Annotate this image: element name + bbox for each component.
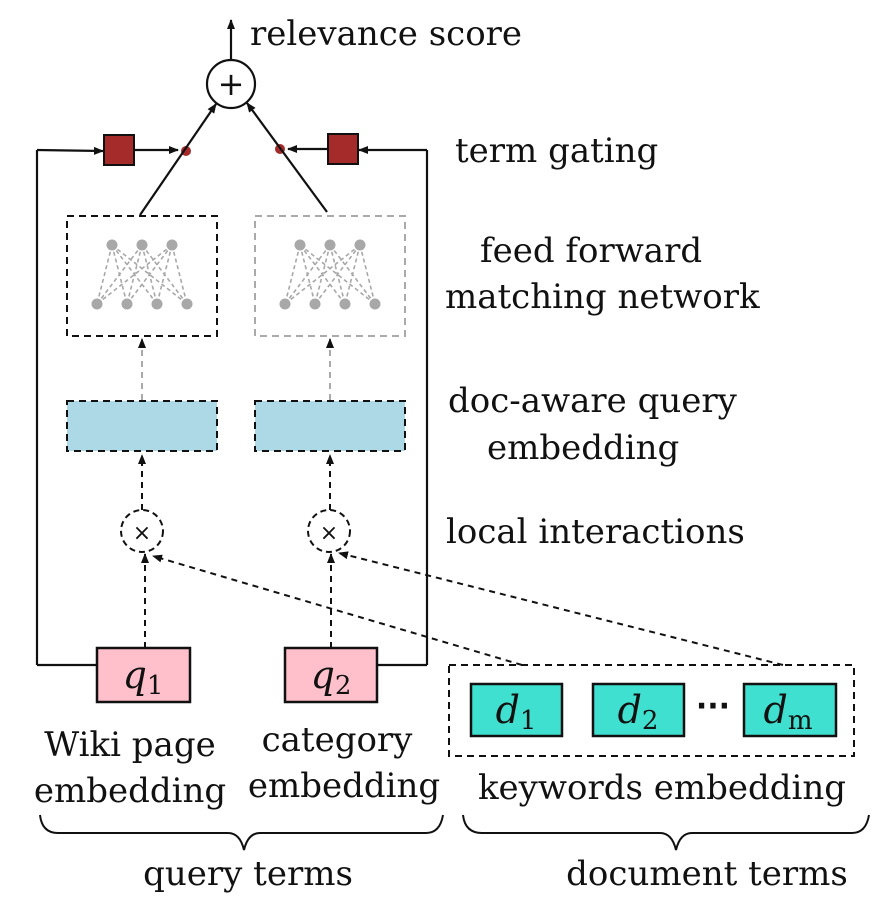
network-edge: [314, 244, 361, 305]
network-node: [121, 298, 133, 310]
right-matching-network-box: [254, 215, 406, 337]
left-matching-network-box: [66, 215, 218, 337]
q1-token: q1: [123, 653, 164, 701]
right-network-to-sum-arrow: [246, 102, 328, 213]
left-gate: [103, 134, 135, 166]
wiki-label-line1: Wiki page: [44, 725, 215, 765]
network-edge: [284, 244, 331, 305]
category-label-line2: embedding: [248, 766, 440, 806]
network-edge: [126, 244, 143, 305]
network-edge: [96, 244, 173, 305]
relevance-score-label: relevance score: [250, 14, 522, 54]
left-query-embedding-box: [66, 400, 218, 452]
network-edge: [299, 244, 376, 305]
network-node: [369, 298, 381, 310]
dm-box: dm: [742, 682, 838, 738]
network-node: [151, 298, 163, 310]
left-gate-merge-dot: [181, 146, 191, 156]
q2-box: q2: [283, 646, 379, 704]
query-terms-brace: [39, 814, 444, 851]
keywords-to-right-interaction-arrow: [338, 551, 784, 666]
left-interaction-node: ×: [120, 509, 164, 553]
network-node: [339, 298, 351, 310]
category-label-line1: category: [262, 720, 414, 760]
network-edge: [344, 244, 361, 305]
local-interactions-label: local interactions: [446, 512, 745, 552]
d1-box: d1: [469, 682, 564, 738]
network-node: [181, 298, 193, 310]
ellipsis: ···: [696, 689, 730, 724]
right-times-symbol: ×: [320, 521, 338, 546]
network-node: [309, 298, 321, 310]
network-edge: [156, 244, 173, 305]
network-node: [279, 298, 291, 310]
right-gate: [327, 133, 359, 165]
term-gating-label: term gating: [455, 131, 658, 171]
q2-token: q2: [311, 653, 352, 701]
document-terms-label: document terms: [566, 854, 848, 894]
right-query-embedding-box: [254, 400, 406, 452]
network-node: [91, 298, 103, 310]
network-edge: [284, 244, 301, 305]
network-node: [136, 239, 148, 251]
doc-aware-label-line2: embedding: [487, 428, 679, 468]
right-network-graph: [279, 239, 381, 310]
keywords-embedding-label: keywords embedding: [478, 768, 846, 808]
right-interaction-node: ×: [307, 509, 351, 553]
left-network-to-sum-arrow: [139, 103, 217, 216]
network-node: [324, 239, 336, 251]
network-node: [354, 239, 366, 251]
query-terms-label: query terms: [143, 854, 353, 894]
left-gate-in-arrow: [36, 146, 104, 155]
plus-symbol: +: [218, 65, 245, 103]
q1-box: q1: [95, 646, 192, 704]
d2-token: d2: [618, 688, 659, 736]
document-terms-brace: [462, 814, 870, 851]
dm-token: dm: [764, 688, 813, 736]
network-node: [106, 239, 118, 251]
network-edge: [126, 244, 173, 305]
network-edge: [314, 244, 331, 305]
keywords-container: [448, 664, 855, 757]
network-edge: [96, 244, 143, 305]
feed-forward-label-line1: feed forward: [480, 231, 702, 271]
wiki-label-line2: embedding: [34, 771, 226, 811]
network-node: [294, 239, 306, 251]
network-edge: [111, 244, 188, 305]
left-times-symbol: ×: [133, 521, 151, 546]
network-edge: [359, 244, 376, 305]
d1-token: d1: [496, 688, 537, 736]
network-edge: [284, 244, 361, 305]
keywords-to-left-interaction-arrow: [152, 554, 523, 666]
sum-node: +: [205, 58, 257, 110]
doc-aware-label-line1: doc-aware query: [448, 381, 738, 421]
feed-forward-label-line2: matching network: [445, 277, 760, 317]
network-edge: [96, 244, 113, 305]
d2-box: d2: [591, 682, 686, 738]
network-edge: [171, 244, 188, 305]
network-node: [166, 239, 178, 251]
left-network-graph: [91, 239, 193, 310]
